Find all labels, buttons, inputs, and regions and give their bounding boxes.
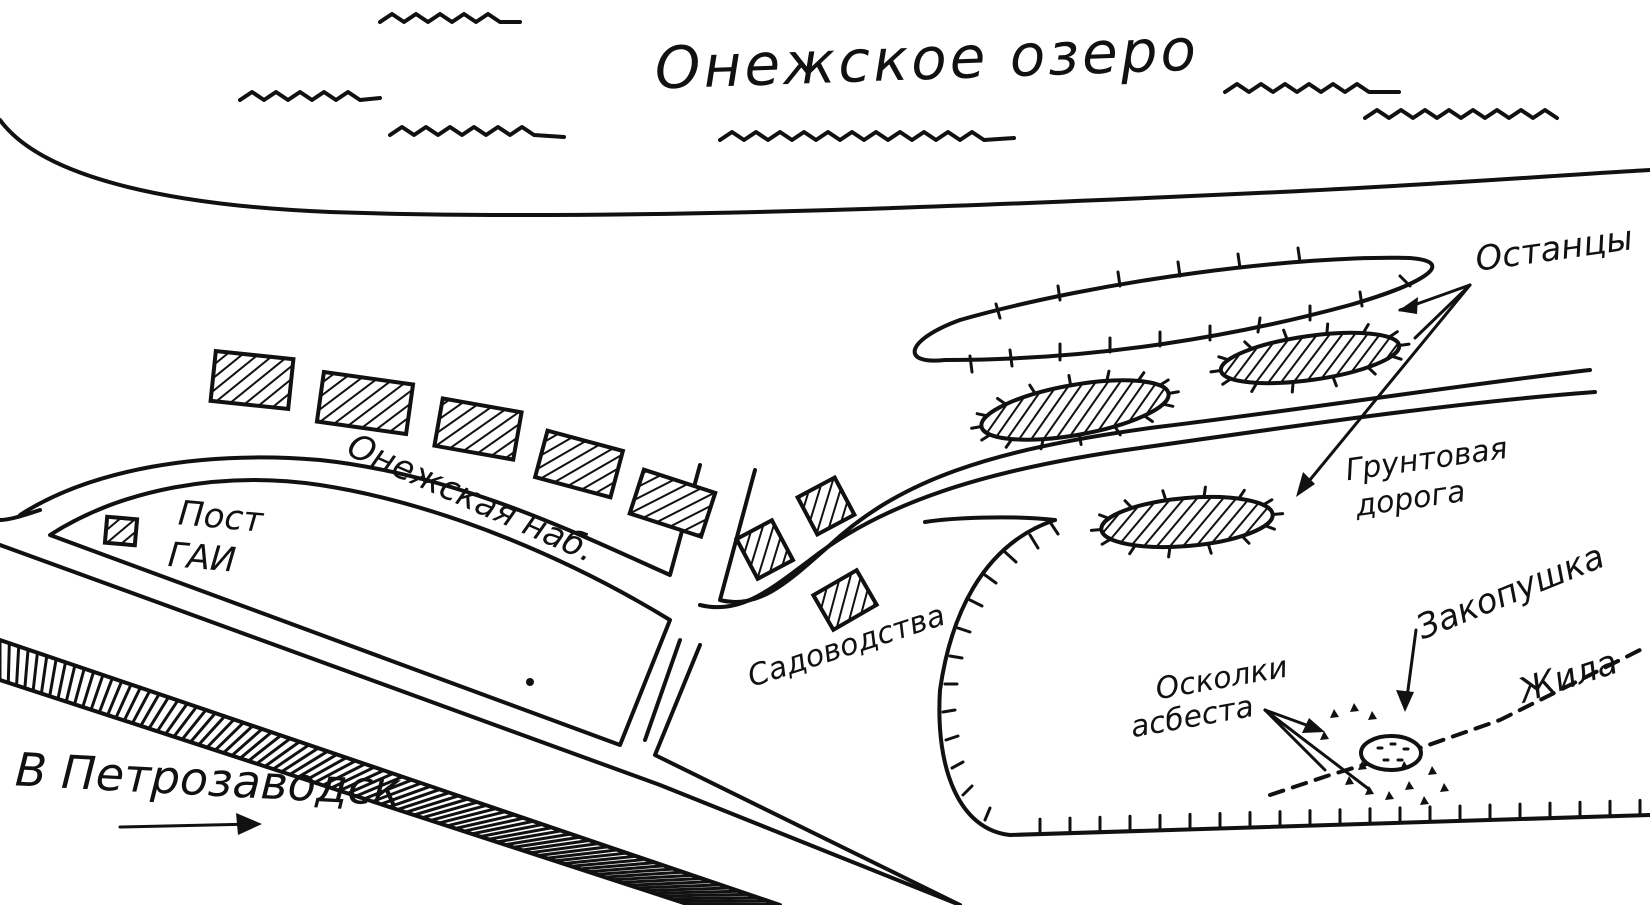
- traffic-post-label-line2: ГАИ: [167, 535, 238, 581]
- railway: [0, 638, 782, 905]
- traffic-post-label-line1: Пост: [177, 493, 266, 540]
- dirt-road-north: [718, 368, 1592, 604]
- direction-label: В Петрозаводск: [14, 742, 403, 816]
- side-road-left: [643, 638, 682, 742]
- embankment-inner-outline: [48, 478, 672, 747]
- outcrop-ellipse-ticks: [970, 322, 1411, 559]
- embankment-block-outline: [18, 455, 702, 577]
- pointer-arrows: [118, 283, 1472, 835]
- traffic-post-marker: [102, 514, 140, 548]
- asbestos-fragments: [1320, 703, 1449, 805]
- outcrop-ticks: [968, 246, 1412, 374]
- side-road-right: [653, 643, 962, 905]
- outcrops: [912, 246, 1435, 559]
- quarry-rim: [923, 515, 1057, 524]
- remnants-label: Останцы: [1473, 218, 1635, 280]
- point-marker: [526, 678, 534, 686]
- outcrop-large-outline: [912, 255, 1435, 363]
- quarry-outline: [937, 518, 1650, 837]
- vein-label: Жила: [1512, 642, 1623, 712]
- railway-ties: [0, 638, 779, 905]
- dig-site-fill: [1376, 742, 1410, 762]
- dig-site-marker: [1359, 734, 1423, 772]
- main-road: [0, 508, 962, 905]
- buildings: [208, 348, 880, 633]
- lake-label: Онежское озеро: [654, 16, 1200, 103]
- dig-label: Закопушка: [1411, 536, 1610, 648]
- dirt-road-south: [698, 390, 1597, 610]
- quarry-ticks: [941, 520, 1642, 835]
- vein-line: [1268, 648, 1642, 797]
- lake-waves: [238, 12, 1559, 142]
- lake-shoreline: [0, 118, 1650, 218]
